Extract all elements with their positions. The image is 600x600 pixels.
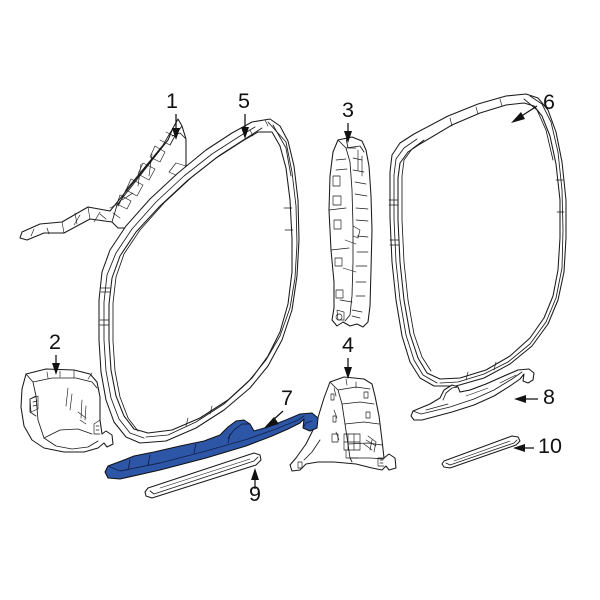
part-9-front-door-sill-trim-insert[interactable] [144, 452, 262, 499]
arrowhead-6 [511, 112, 525, 123]
callout-number-1[interactable]: 1 [166, 89, 178, 113]
part-6-rear-door-opening-weatherstrip-seal[interactable] [388, 93, 567, 387]
callout-numbers: 1 2 3 4 5 6 7 8 9 10 [49, 89, 562, 506]
callout-number-5[interactable]: 5 [238, 89, 250, 113]
part-8-rear-door-sill-scuff-plate[interactable] [410, 368, 535, 421]
arrowhead-5 [241, 127, 249, 139]
callout-number-10[interactable]: 10 [538, 434, 562, 458]
arrowhead-1 [172, 128, 180, 140]
callout-number-3[interactable]: 3 [342, 98, 354, 122]
callout-number-7[interactable]: 7 [281, 386, 293, 410]
part-5-front-door-opening-weatherstrip-seal[interactable] [98, 118, 300, 444]
leader-6 [519, 105, 538, 118]
part-7-front-door-sill-scuff-plate[interactable] [104, 412, 319, 480]
arrowhead-3 [344, 131, 352, 143]
callout-number-8[interactable]: 8 [543, 385, 555, 409]
part-2-cowl-side-kick-panel-trim[interactable] [20, 368, 114, 453]
arrowhead-4 [344, 367, 352, 379]
callout-number-2[interactable]: 2 [49, 330, 61, 354]
arrowhead-2 [52, 363, 60, 375]
callout-number-4[interactable]: 4 [342, 333, 354, 357]
part-4-center-b-pillar-lower-trim-panel[interactable] [289, 376, 397, 472]
callout-number-9[interactable]: 9 [249, 482, 261, 506]
callout-leaders [52, 105, 538, 489]
part-3-center-b-pillar-upper-trim-panel[interactable] [328, 136, 373, 328]
arrowhead-9 [251, 468, 259, 480]
callout-number-6[interactable]: 6 [543, 90, 555, 114]
arrowhead-8 [514, 395, 526, 403]
part-10-rear-door-sill-trim-insert[interactable] [441, 435, 521, 469]
arrowhead-10 [513, 444, 525, 452]
arrowhead-7 [264, 417, 279, 428]
